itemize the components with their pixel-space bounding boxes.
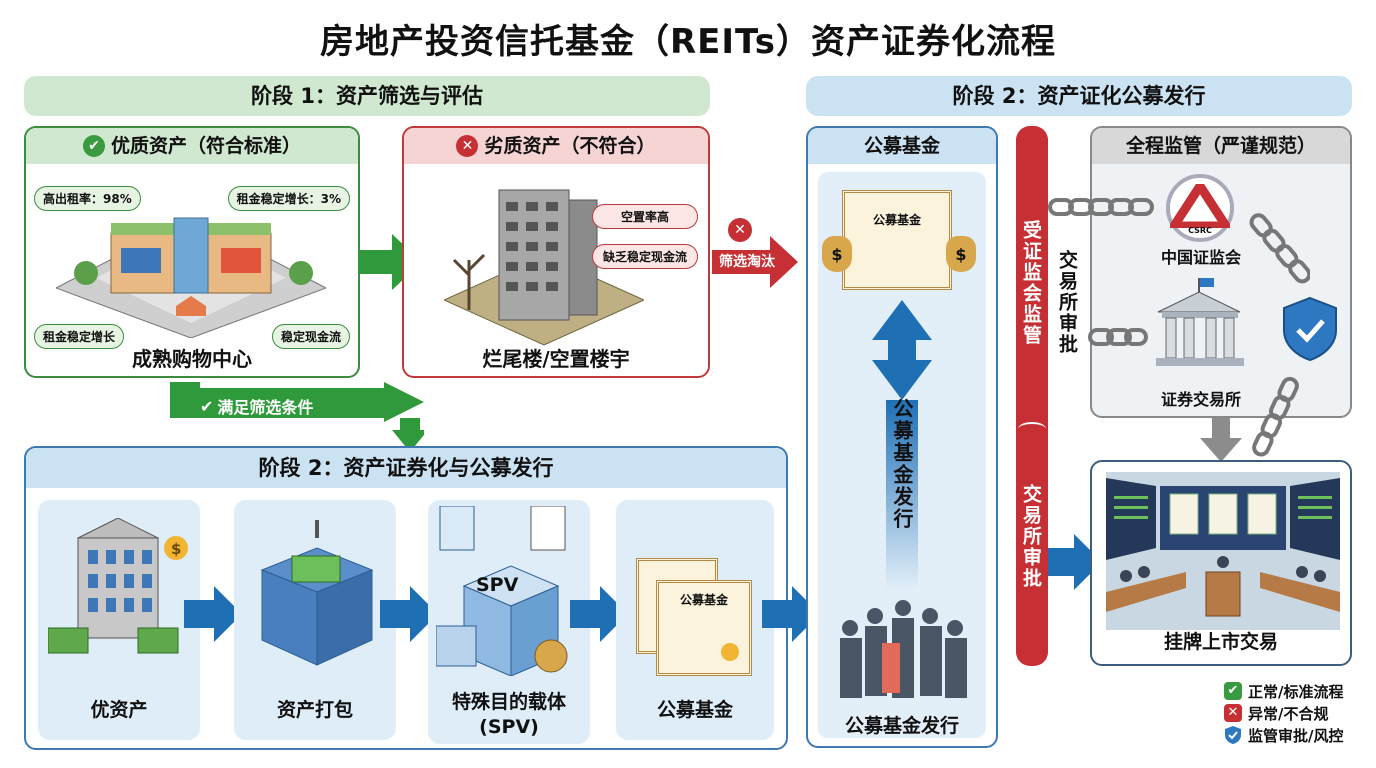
tag-occupancy: 高出租率：98%	[34, 186, 141, 211]
step-public-fund: 公募基金 公募基金	[616, 500, 774, 740]
step-asset-packaging: 资产打包	[234, 500, 396, 740]
step-label: 资产打包	[276, 699, 353, 721]
regulation-bar-top-label: 受证监会监管	[1020, 220, 1042, 346]
regulation-bar-bottom-label: 交易所审批	[1020, 484, 1042, 589]
fund-card-caption: 公募基金发行	[844, 715, 959, 737]
shield-icon	[1283, 296, 1337, 362]
pass-arrow: ✔ 满足筛选条件	[170, 382, 424, 452]
flow-arrow-1	[184, 586, 242, 642]
seal-icon	[721, 643, 739, 661]
certificate-title: 公募基金	[872, 213, 921, 227]
chain-icon	[1048, 198, 1154, 216]
legend-item-regulation: 监管审批/风控	[1224, 724, 1343, 746]
csrc-logo-text: CSRC	[1188, 226, 1212, 235]
legend-label: 异常/不合规	[1248, 704, 1329, 723]
exchange-approval-label: 交易所审批	[1056, 250, 1078, 355]
office-building-icon: $	[48, 518, 188, 654]
x-circle-icon: ✕	[456, 135, 479, 157]
tag-vacancy: 空置率高	[592, 204, 698, 229]
certificate-icon: 公募基金	[656, 580, 752, 676]
tag-rent-stable: 租金稳定增长	[34, 324, 125, 349]
good-asset-caption: 成熟购物中心	[132, 347, 252, 371]
bad-asset-card: ✕ 劣质资产（不符合） 空置率高 缺乏稳定现金流 烂尾楼/空置楼宇	[402, 126, 710, 378]
flow-arrow-4	[762, 586, 820, 642]
container-icon	[260, 520, 374, 666]
investor-crowd-illustration	[840, 600, 967, 698]
listing-caption: 挂牌上市交易	[1163, 631, 1278, 653]
csrc-label: 中国证监会	[1160, 248, 1241, 267]
certificate-title: 公募基金	[679, 593, 728, 607]
money-bag-icon: $	[822, 236, 852, 272]
step-spv: SPV 特殊目的载体 (SPV)	[428, 500, 590, 744]
reject-arrow-label: 筛选淘汰	[719, 254, 775, 270]
x-square-icon: ✕	[1224, 704, 1242, 722]
step-label: 公募基金	[656, 699, 733, 721]
legend: ✔ 正常/标准流程 ✕ 异常/不合规 监管审批/风控	[1224, 680, 1343, 746]
chain-icon	[1088, 328, 1148, 346]
money-bag-icon: $	[946, 236, 976, 272]
legend-label: 监管审批/风控	[1248, 726, 1344, 745]
csrc-logo: CSRC	[1165, 174, 1235, 242]
spv-box-icon	[436, 506, 568, 676]
stock-exchange-icon	[1156, 278, 1244, 366]
spv-badge: SPV	[476, 574, 519, 596]
tag-cashflow: 稳定现金流	[271, 324, 350, 349]
abandoned-building-illustration	[444, 189, 644, 346]
x-circle-icon: ✕	[728, 218, 752, 242]
reject-arrow: ✕ 筛选淘汰	[712, 218, 798, 288]
regulation-bar: 受证监会监管 交易所审批	[1016, 126, 1048, 666]
flow-arrow-3	[570, 586, 628, 642]
regulation-card-header: 全程监管（严谨规范）	[1092, 128, 1350, 164]
shield-icon	[1225, 726, 1241, 744]
approval-arrow	[1048, 534, 1102, 590]
exchange-label: 证券交易所	[1160, 390, 1241, 409]
tag-no-cashflow: 缺乏稳定现金流	[592, 244, 698, 269]
check-icon: ✔	[200, 396, 214, 416]
listing-card: 挂牌上市交易	[1090, 460, 1352, 666]
step-quality-asset: $ 优资产	[38, 500, 200, 740]
regulation-card: 全程监管（严谨规范） CSRC 中国证监会 证券交易所	[1090, 126, 1352, 418]
fund-card-header: 公募基金	[808, 128, 996, 164]
shopping-mall-illustration	[56, 217, 326, 338]
chain-icon	[1249, 213, 1310, 284]
page-title: 房地产投资信托基金（REITs）资产证券化流程	[320, 22, 1056, 62]
pass-arrow-label: 满足筛选条件	[217, 398, 314, 417]
good-asset-header: 优质资产（符合标准）	[110, 135, 301, 157]
tag-rent-growth: 租金稳定增长：3%	[227, 186, 350, 211]
legend-label: 正常/标准流程	[1248, 682, 1344, 701]
step-label: 特殊目的载体	[451, 691, 566, 713]
divider-arc	[1018, 422, 1046, 436]
fund-issue-vertical-label: 公募基金发行	[890, 398, 914, 530]
down-arrow	[1200, 418, 1242, 462]
good-asset-card: ✔ 优质资产（符合标准） 高出租率：98% 租金稳定增长：3% 租金稳定增长 稳…	[24, 126, 360, 378]
step-sublabel: (SPV)	[479, 716, 539, 738]
trading-floor-illustration	[1106, 472, 1340, 630]
legend-item-normal: ✔ 正常/标准流程	[1224, 680, 1343, 702]
check-square-icon: ✔	[1224, 682, 1242, 700]
step-label: 优资产	[90, 699, 148, 721]
public-fund-card: 公募基金 公募基金 $ $ 公募基金发行 公募基金发行	[806, 126, 998, 748]
check-circle-icon: ✔	[82, 135, 105, 157]
flow-arrow-2	[380, 586, 438, 642]
up-arrow-icon	[872, 300, 932, 590]
bad-asset-header: 劣质资产（不符合）	[484, 135, 656, 157]
chain-icon	[1252, 376, 1299, 457]
bad-asset-caption: 烂尾楼/空置楼宇	[482, 347, 630, 371]
legend-item-abnormal: ✕ 异常/不合规	[1224, 702, 1343, 724]
stage1-banner: 阶段 1：资产筛选与评估	[24, 76, 710, 116]
stage2-right-banner: 阶段 2：资产证化公募发行	[806, 76, 1352, 116]
svg-text:$: $	[171, 540, 181, 558]
stage2-left-banner: 阶段 2：资产证券化与公募发行	[26, 448, 786, 488]
certificate-icon: 公募基金	[842, 190, 952, 290]
csrc-emblem-icon	[1165, 177, 1235, 231]
